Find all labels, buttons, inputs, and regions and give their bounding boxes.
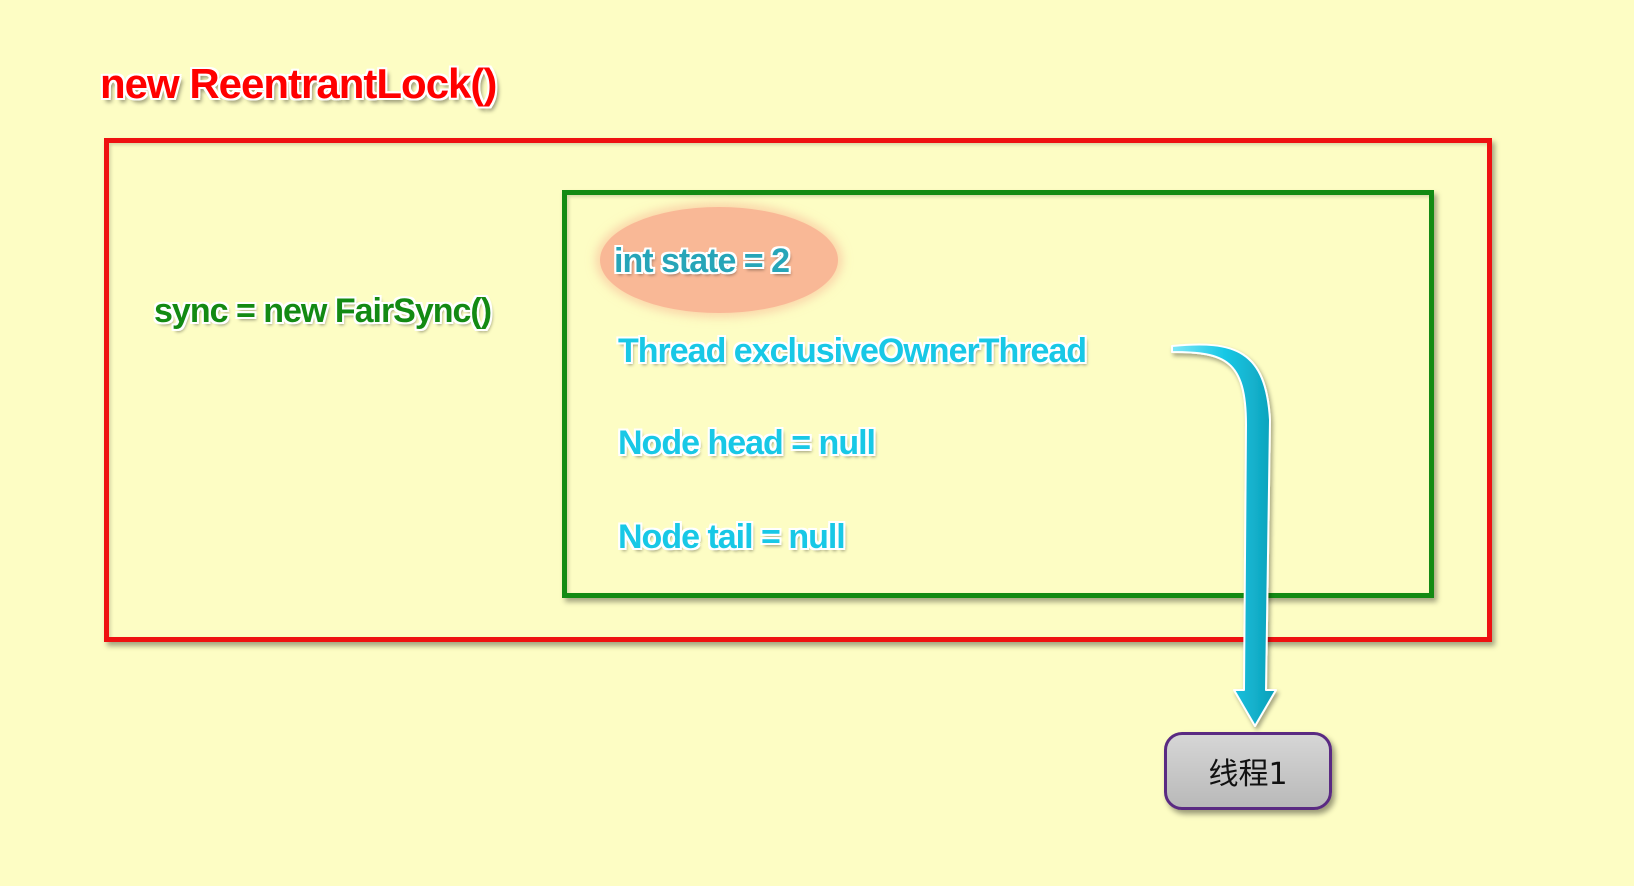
state-highlight-ellipse (600, 207, 838, 313)
field-exclusive-owner-thread: Thread exclusiveOwnerThread (618, 332, 1087, 370)
field-tail: Node tail = null (618, 518, 846, 556)
reentrant-lock-box (104, 138, 1492, 642)
thread-1-box: 线程1 (1164, 732, 1332, 810)
thread-1-label: 线程1 (1208, 757, 1288, 792)
field-state: int state = 2 (614, 242, 790, 280)
field-head: Node head = null (618, 424, 876, 462)
diagram-title: new ReentrantLock() (100, 60, 497, 107)
sync-label: sync = new FairSync() (154, 292, 492, 330)
fair-sync-box (562, 190, 1434, 598)
